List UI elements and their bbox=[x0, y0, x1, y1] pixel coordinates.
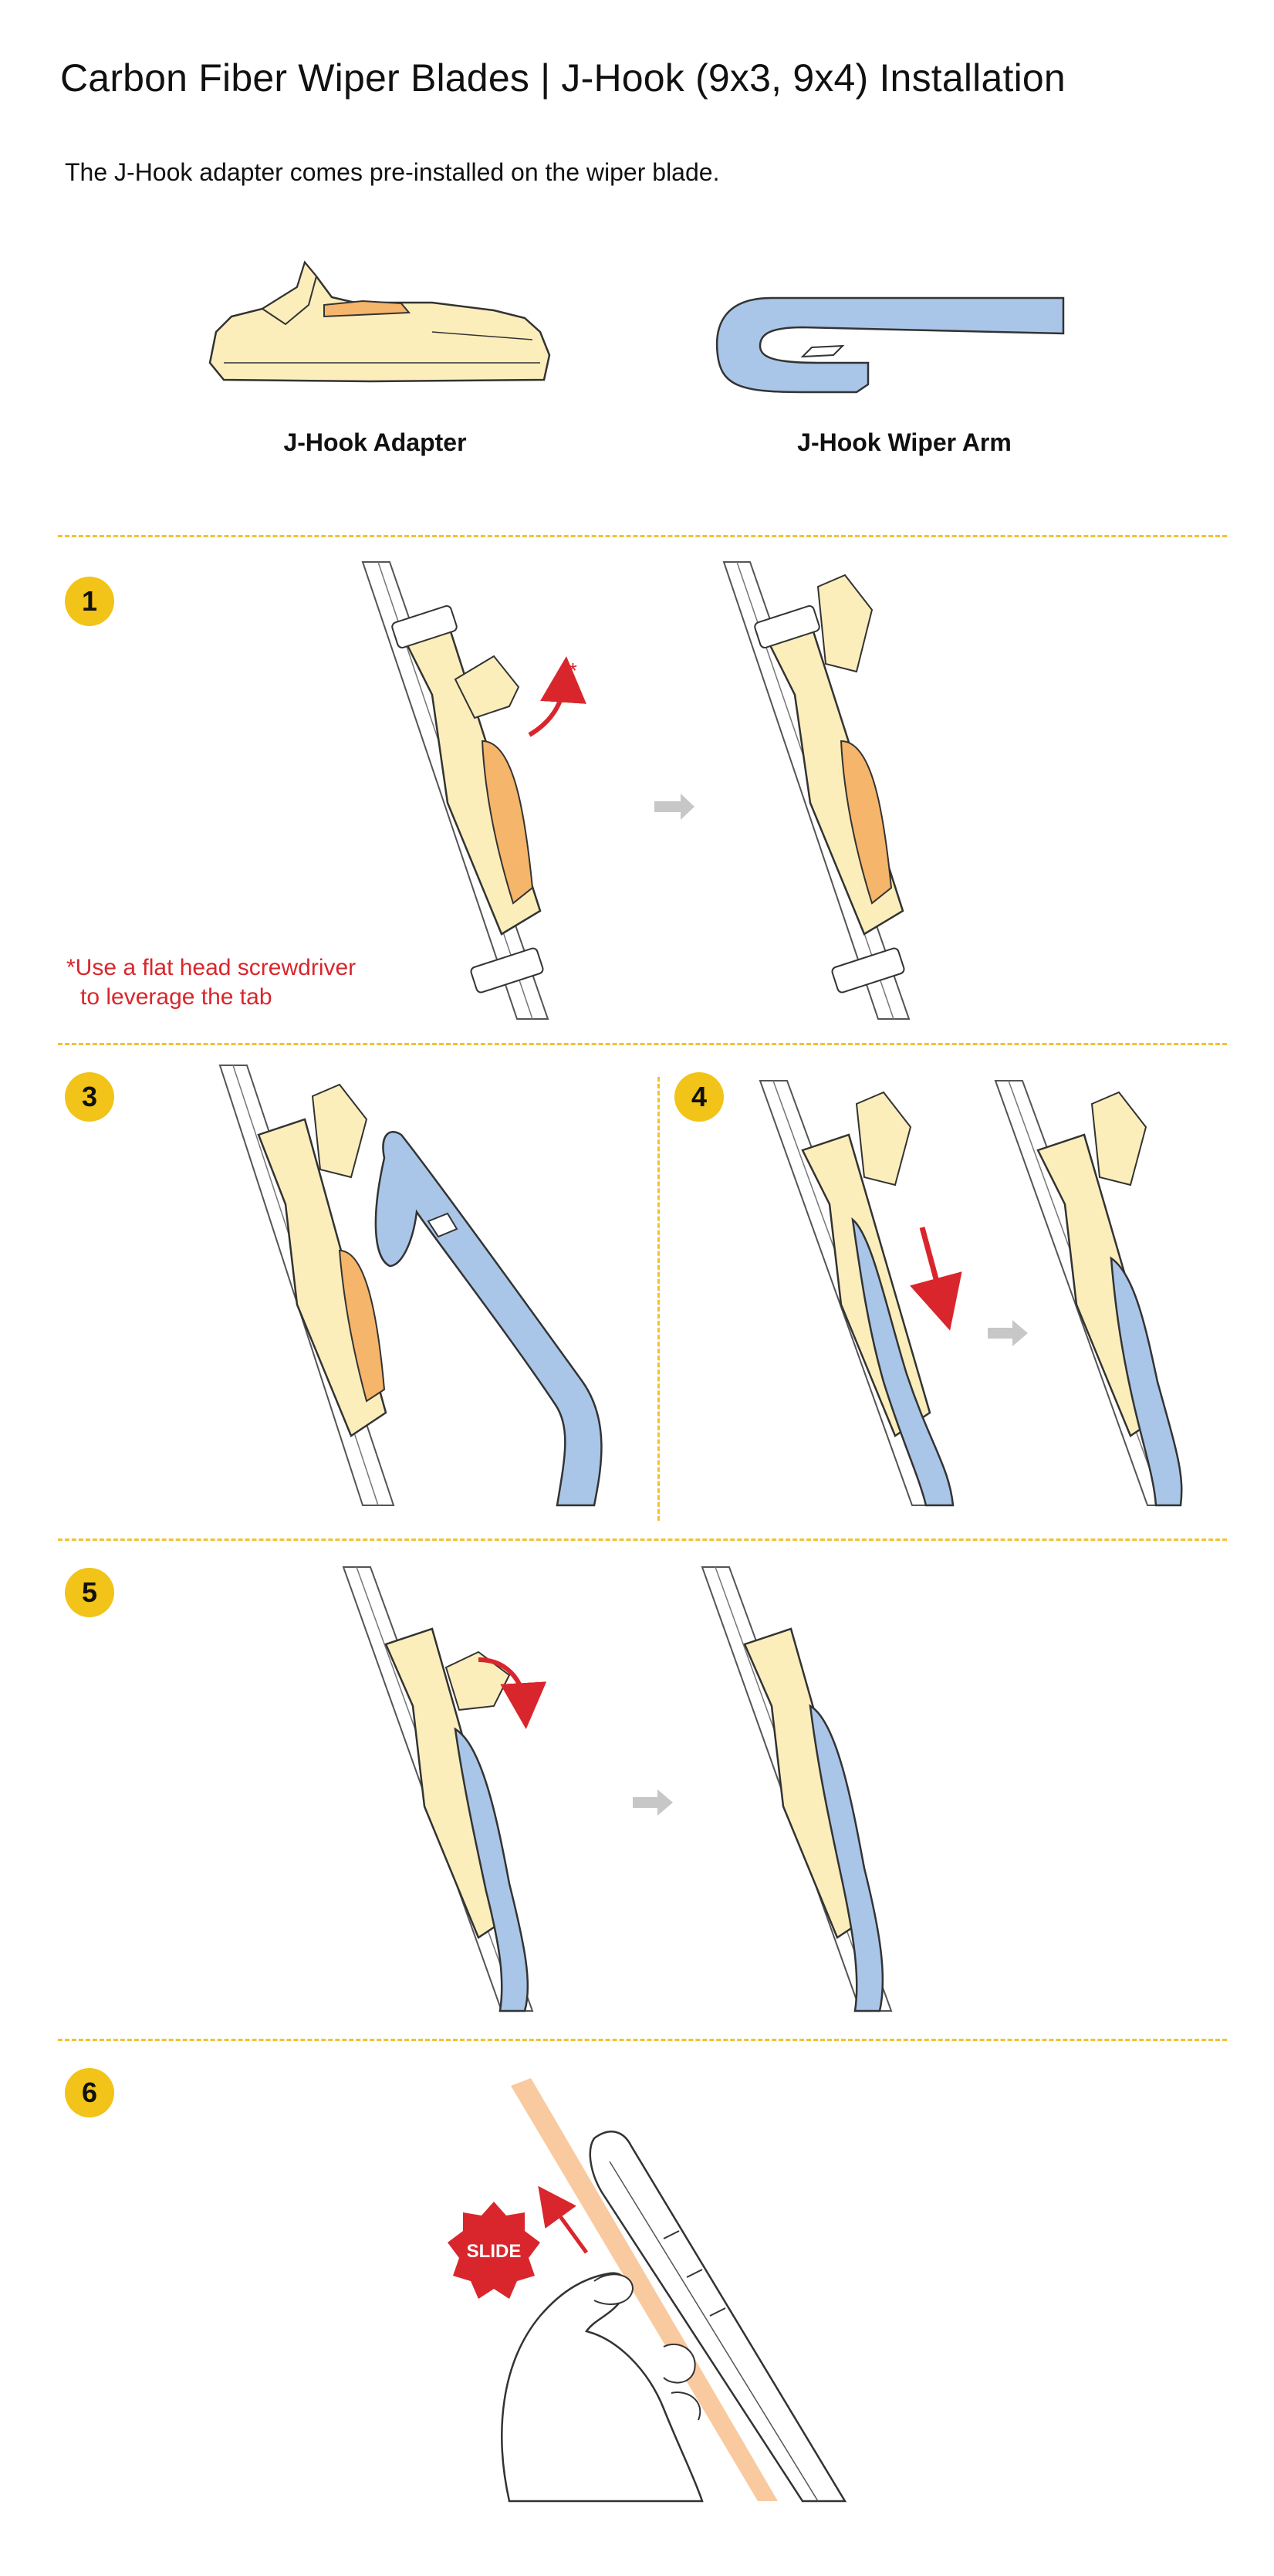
step5-blade-before bbox=[342, 1566, 534, 2012]
slide-badge-text: SLIDE bbox=[467, 2241, 522, 2262]
step4-push-arrow bbox=[910, 1227, 962, 1331]
step1-lift-arrow bbox=[528, 656, 586, 737]
step-badge-5: 5 bbox=[65, 1568, 114, 1617]
divider-4 bbox=[58, 2039, 1227, 2041]
jhook-wiper-arm-illustration bbox=[715, 296, 1065, 394]
divider-2 bbox=[58, 1043, 1227, 1045]
step4-blade-after bbox=[994, 1080, 1183, 1507]
divider-1 bbox=[58, 535, 1227, 537]
step-badge-3: 3 bbox=[65, 1072, 114, 1122]
adapter-label: J-Hook Adapter bbox=[283, 428, 467, 456]
slide-badge: SLIDE bbox=[448, 2202, 540, 2299]
jhook-adapter-illustration bbox=[208, 260, 551, 383]
step6-blade-end bbox=[589, 2131, 847, 2503]
step1-blade-after bbox=[722, 561, 911, 1020]
page-title: Carbon Fiber Wiper Blades | J-Hook (9x3,… bbox=[60, 56, 1066, 100]
divider-3 bbox=[58, 1538, 1227, 1541]
step4-next-arrow bbox=[988, 1320, 1028, 1346]
step5-next-arrow bbox=[633, 1789, 673, 1816]
step6-slide-arrow bbox=[538, 2185, 589, 2254]
step6-rubber-strip bbox=[511, 2078, 778, 2501]
step4-blade-before bbox=[759, 1080, 955, 1507]
step5-close-arrow bbox=[478, 1657, 547, 1729]
step5-blade-after bbox=[701, 1566, 893, 2012]
step1-blade-before bbox=[361, 561, 549, 1020]
note-line-2: to leverage the tab bbox=[80, 984, 272, 1010]
divider-vertical bbox=[657, 1077, 660, 1521]
step-badge-4: 4 bbox=[674, 1072, 724, 1122]
arm-label: J-Hook Wiper Arm bbox=[797, 428, 1012, 456]
step3-wiper-arm bbox=[374, 1131, 603, 1507]
step3-arm-slot bbox=[427, 1212, 458, 1238]
page-subtitle: The J-Hook adapter comes pre-installed o… bbox=[65, 158, 720, 186]
step1-arrow-asterisk: * bbox=[569, 658, 577, 682]
screwdriver-note: *Use a flat head screwdriver to leverage… bbox=[66, 953, 356, 1012]
step-badge-6: 6 bbox=[65, 2068, 114, 2117]
step1-next-arrow bbox=[654, 794, 694, 820]
step-badge-1: 1 bbox=[65, 577, 114, 626]
step6-hand bbox=[501, 2272, 704, 2503]
step3-blade bbox=[218, 1065, 395, 1506]
note-line-1: *Use a flat head screwdriver bbox=[66, 955, 357, 980]
